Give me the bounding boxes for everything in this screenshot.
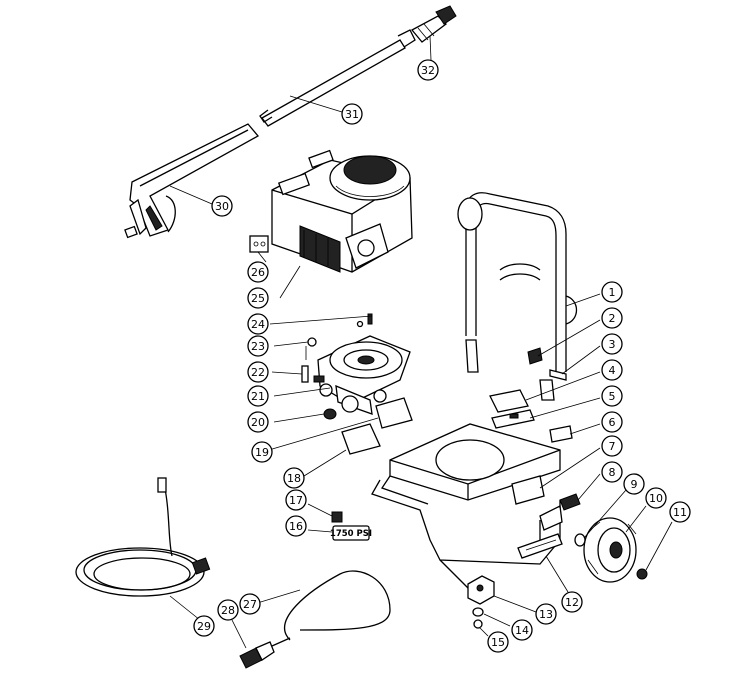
svg-text:28: 28 xyxy=(221,604,235,617)
frame-cover xyxy=(511,475,545,505)
axle-sleeve xyxy=(559,493,581,511)
svg-text:30: 30 xyxy=(215,200,229,213)
handle-knob xyxy=(527,347,543,365)
svg-text:13: 13 xyxy=(539,608,553,621)
pump-label xyxy=(341,423,381,455)
svg-text:11: 11 xyxy=(673,506,687,519)
svg-text:31: 31 xyxy=(345,108,359,121)
callout-16: 16 xyxy=(285,515,307,537)
callouts: 1 2 3 4 5 6 7 8 9 10 11 12 13 14 15 16 1… xyxy=(193,59,691,653)
high-pressure-hose xyxy=(75,477,211,597)
psi-decal-text: 1750 PSI xyxy=(330,529,372,539)
svg-text:5: 5 xyxy=(609,390,616,403)
callout-22: 22 xyxy=(247,361,269,383)
svg-text:1: 1 xyxy=(609,286,616,299)
callout-18: 18 xyxy=(283,467,305,489)
callout-8: 8 xyxy=(601,461,623,483)
small-decal xyxy=(331,511,343,523)
washer xyxy=(574,533,586,547)
svg-text:27: 27 xyxy=(243,598,257,611)
callout-23: 23 xyxy=(247,335,269,357)
callout-10: 10 xyxy=(645,487,667,509)
svg-text:16: 16 xyxy=(289,520,303,533)
spray-gun xyxy=(124,123,260,239)
callout-5: 5 xyxy=(601,385,623,407)
svg-text:12: 12 xyxy=(565,596,579,609)
svg-text:7: 7 xyxy=(609,440,616,453)
callout-4: 4 xyxy=(601,359,623,381)
foot-screw xyxy=(473,619,483,629)
spray-wand xyxy=(259,29,416,127)
svg-text:14: 14 xyxy=(515,624,529,637)
svg-text:18: 18 xyxy=(287,472,301,485)
shaft-key xyxy=(356,313,373,328)
callout-26: 26 xyxy=(247,261,269,283)
svg-text:19: 19 xyxy=(255,446,269,459)
svg-text:4: 4 xyxy=(609,364,616,377)
svg-text:25: 25 xyxy=(251,292,265,305)
svg-text:23: 23 xyxy=(251,340,265,353)
callout-13: 13 xyxy=(535,603,557,625)
callout-32: 32 xyxy=(417,59,439,81)
callout-2: 2 xyxy=(601,307,623,329)
frame-foot xyxy=(467,575,495,605)
svg-text:32: 32 xyxy=(421,64,435,77)
callout-25: 25 xyxy=(247,287,269,309)
callout-27: 27 xyxy=(239,593,261,615)
psi-decal xyxy=(332,525,370,541)
svg-text:6: 6 xyxy=(609,416,616,429)
callout-31: 31 xyxy=(341,103,363,125)
svg-text:8: 8 xyxy=(609,466,616,479)
callout-30: 30 xyxy=(211,195,233,217)
callout-3: 3 xyxy=(601,333,623,355)
svg-text:20: 20 xyxy=(251,416,265,429)
pump xyxy=(317,335,411,415)
frame-decal-strip xyxy=(517,533,563,559)
engine xyxy=(271,149,413,273)
callout-12: 12 xyxy=(561,591,583,613)
svg-text:9: 9 xyxy=(631,478,638,491)
svg-text:21: 21 xyxy=(251,390,265,403)
svg-text:3: 3 xyxy=(609,338,616,351)
callout-6: 6 xyxy=(601,411,623,433)
handle-bolt xyxy=(549,369,567,381)
callout-21: 21 xyxy=(247,385,269,407)
engine-bracket xyxy=(249,235,269,253)
svg-text:17: 17 xyxy=(289,494,303,507)
pump-gasket xyxy=(375,397,413,429)
plate-6 xyxy=(549,425,573,443)
svg-text:15: 15 xyxy=(491,636,505,649)
wheel-nut xyxy=(636,568,648,580)
callout-17: 17 xyxy=(285,489,307,511)
callout-14: 14 xyxy=(511,619,533,641)
callout-24: 24 xyxy=(247,313,269,335)
svg-text:10: 10 xyxy=(649,492,663,505)
callout-1: 1 xyxy=(601,281,623,303)
svg-text:24: 24 xyxy=(251,318,265,331)
svg-text:29: 29 xyxy=(197,620,211,633)
svg-text:2: 2 xyxy=(609,312,616,325)
plate-4 xyxy=(489,389,529,413)
spray-nozzle xyxy=(410,5,457,43)
callout-15: 15 xyxy=(487,631,509,653)
svg-text:26: 26 xyxy=(251,266,265,279)
siphon-filter xyxy=(239,637,291,669)
callout-20: 20 xyxy=(247,411,269,433)
callout-29: 29 xyxy=(193,615,215,637)
svg-text:22: 22 xyxy=(251,366,265,379)
pump-cap xyxy=(323,408,337,420)
foot-washer xyxy=(472,607,484,617)
callout-19: 19 xyxy=(251,441,273,463)
plate-5 xyxy=(491,409,535,429)
callout-11: 11 xyxy=(669,501,691,523)
leader-lines xyxy=(169,35,673,649)
callout-7: 7 xyxy=(601,435,623,457)
frame xyxy=(371,192,578,591)
siphon-tube xyxy=(283,570,391,641)
callout-9: 9 xyxy=(623,473,645,495)
callout-28: 28 xyxy=(217,599,239,621)
wheel xyxy=(583,517,637,583)
